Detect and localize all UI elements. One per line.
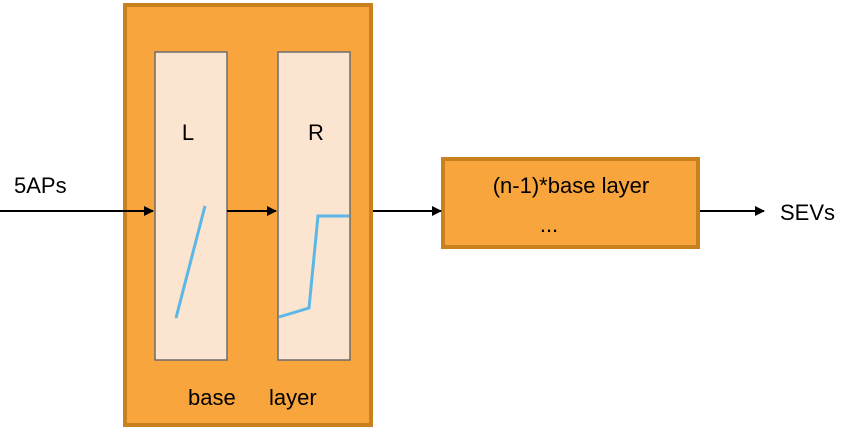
- linear-activation-curve: [174, 205, 207, 319]
- stacked-layers-title: (n-1)*base layer: [493, 173, 650, 198]
- relu-activation-curve: [278, 214, 349, 319]
- output-label: SEVs: [780, 200, 835, 225]
- stacked-layers-block: [441, 157, 700, 249]
- base-layer-label-base: base: [188, 385, 236, 410]
- left-panel-label: L: [182, 120, 194, 145]
- right-panel-label: R: [308, 120, 324, 145]
- input-label: 5APs: [14, 173, 67, 198]
- right-panel: [277, 51, 351, 361]
- base-layer-label-layer: layer: [269, 385, 317, 410]
- left-panel: [154, 51, 228, 361]
- stacked-layers-ellipsis: ...: [540, 212, 558, 237]
